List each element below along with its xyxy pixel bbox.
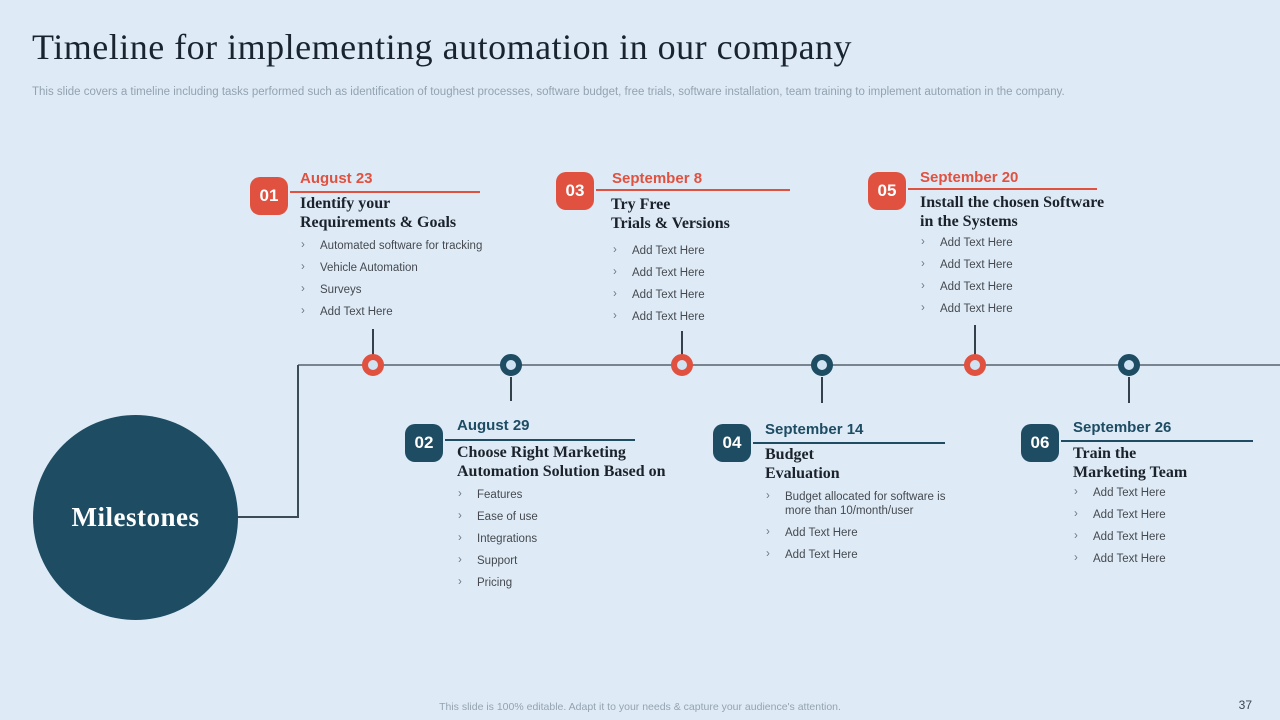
stub-milestone-04 — [821, 377, 823, 403]
bullet-item: Add Text Here — [1073, 529, 1243, 544]
bullet-item: Pricing — [457, 575, 657, 590]
milestone-04-date: September 14 — [765, 421, 864, 438]
bullet-item: Ease of use — [457, 509, 657, 524]
bullet-item: Add Text Here — [920, 279, 1090, 294]
milestone-03-rule — [596, 189, 790, 191]
bullet-item: Add Text Here — [612, 265, 782, 280]
milestones-circle: Milestones — [33, 415, 238, 620]
milestone-05-date: September 20 — [920, 169, 1019, 186]
milestone-06-date: September 26 — [1073, 419, 1172, 436]
milestone-01-heading: Identify your Requirements & Goals — [300, 195, 457, 231]
timeline-dot-01 — [362, 354, 384, 376]
milestone-04-heading: Budget Evaluation — [765, 446, 840, 482]
milestones-circle-label: Milestones — [71, 502, 200, 532]
bullet-item: Add Text Here — [612, 287, 782, 302]
bullet-item: Integrations — [457, 531, 657, 546]
milestone-01-rule — [290, 191, 480, 193]
timeline-dot-02 — [500, 354, 522, 376]
bullet-item: Features — [457, 487, 657, 502]
bullet-item: Add Text Here — [300, 304, 515, 319]
milestone-05-rule — [908, 188, 1097, 190]
bullet-item: Support — [457, 553, 657, 568]
timeline-dot-05 — [964, 354, 986, 376]
stub-milestone-02 — [510, 377, 512, 401]
milestone-05-badge: 05 — [868, 172, 906, 210]
bullet-item: Add Text Here — [612, 243, 782, 258]
milestone-03-date: September 8 — [612, 170, 703, 187]
bullet-item: Add Text Here — [765, 547, 960, 562]
milestone-06-bullets: Add Text HereAdd Text HereAdd Text HereA… — [1073, 485, 1243, 574]
page-title: Timeline for implementing automation in … — [32, 27, 853, 67]
milestone-05-bullets: Add Text HereAdd Text HereAdd Text HereA… — [920, 235, 1090, 324]
milestone-04-rule — [753, 442, 945, 444]
timeline-dot-03 — [671, 354, 693, 376]
bullet-item: Add Text Here — [612, 309, 782, 324]
milestone-03-heading: Try Free Trials & Versions — [611, 196, 730, 232]
stub-milestone-01 — [372, 329, 374, 355]
bullet-item: Add Text Here — [765, 525, 960, 540]
timeline-axis — [298, 364, 1280, 366]
milestone-02-heading: Choose Right Marketing Automation Soluti… — [457, 444, 666, 480]
timeline-dot-04 — [811, 354, 833, 376]
milestone-01-bullets: Automated software for trackingVehicle A… — [300, 238, 515, 327]
milestone-01-date: August 23 — [300, 170, 373, 187]
stub-milestone-03 — [681, 331, 683, 355]
page-number: 37 — [1238, 698, 1252, 712]
milestone-01-badge: 01 — [250, 177, 288, 215]
footer-note: This slide is 100% editable. Adapt it to… — [439, 701, 841, 713]
milestone-06-badge: 06 — [1021, 424, 1059, 462]
milestone-06-rule — [1061, 440, 1253, 442]
milestone-05-heading: Install the chosen Software in the Syste… — [920, 194, 1105, 230]
bullet-item: Budget allocated for software is more th… — [765, 489, 960, 518]
milestone-04-badge: 04 — [713, 424, 751, 462]
milestone-02-bullets: FeaturesEase of useIntegrationsSupportPr… — [457, 487, 657, 598]
milestone-02-rule — [445, 439, 635, 441]
milestone-06-heading: Train the Marketing Team — [1073, 445, 1188, 481]
bullet-item: Add Text Here — [1073, 485, 1243, 500]
milestone-03-badge: 03 — [556, 172, 594, 210]
bullet-item: Add Text Here — [1073, 507, 1243, 522]
stub-milestone-06 — [1128, 377, 1130, 403]
timeline-connector-horizontal — [237, 516, 298, 518]
bullet-item: Add Text Here — [1073, 551, 1243, 566]
milestone-02-date: August 29 — [457, 417, 530, 434]
milestone-04-bullets: Budget allocated for software is more th… — [765, 489, 960, 570]
bullet-item: Add Text Here — [920, 301, 1090, 316]
bullet-item: Add Text Here — [920, 257, 1090, 272]
timeline-dot-06 — [1118, 354, 1140, 376]
bullet-item: Surveys — [300, 282, 515, 297]
stub-milestone-05 — [974, 325, 976, 355]
milestone-03-bullets: Add Text HereAdd Text HereAdd Text HereA… — [612, 243, 782, 332]
bullet-item: Add Text Here — [920, 235, 1090, 250]
bullet-item: Vehicle Automation — [300, 260, 515, 275]
page-subtitle: This slide covers a timeline including t… — [32, 86, 1065, 98]
milestone-02-badge: 02 — [405, 424, 443, 462]
timeline-connector-vertical — [297, 365, 299, 518]
bullet-item: Automated software for tracking — [300, 238, 515, 253]
